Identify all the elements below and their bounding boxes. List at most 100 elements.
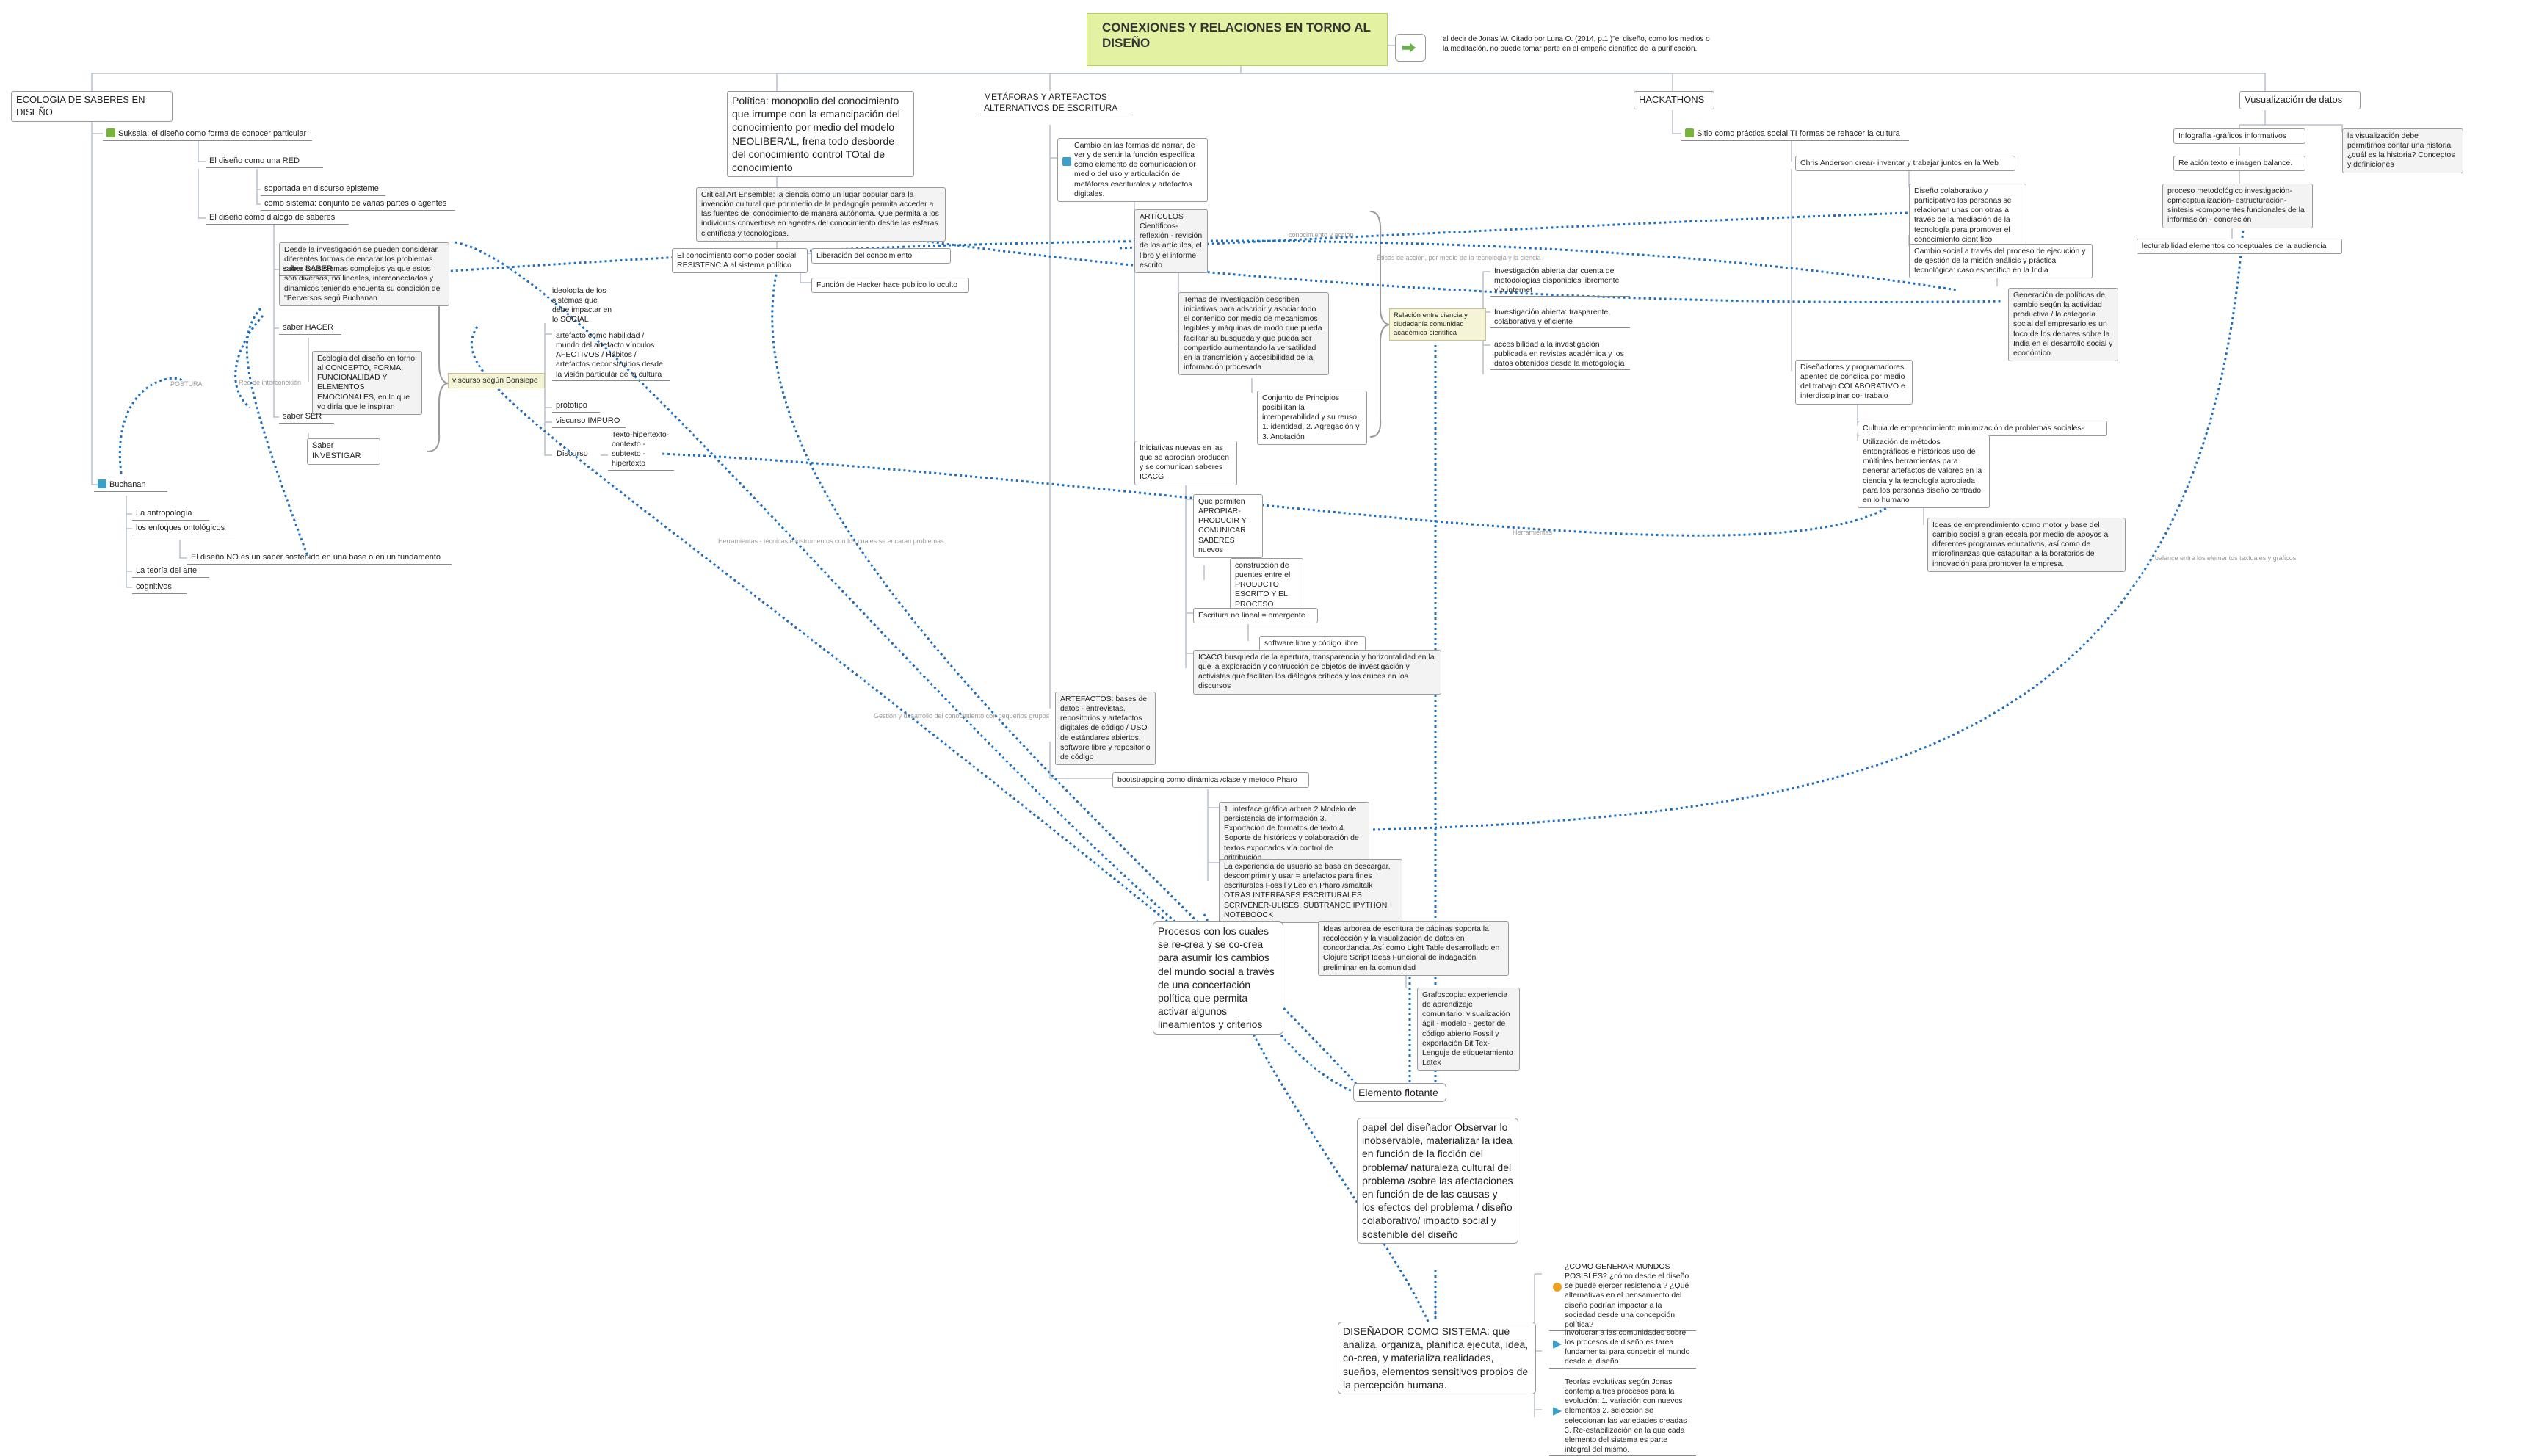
node-generacion[interactable]: Generación de políticas de cambio según … bbox=[2008, 288, 2118, 361]
buchanan-label: Buchanan bbox=[109, 480, 146, 489]
node-lecturabilidad[interactable]: lecturabilidad elementos conceptuales de… bbox=[2137, 239, 2342, 255]
branch-metaforas[interactable]: METÁFORAS Y ARTEFACTOS ALTERNATIVOS DE E… bbox=[980, 91, 1131, 115]
label-red-interconexion: Red de interconexión bbox=[239, 379, 302, 386]
node-saber-ser[interactable]: saber SER bbox=[279, 411, 334, 424]
node-utilizacion[interactable]: Utilización de métodos entongráficos e h… bbox=[1858, 435, 1990, 508]
node-artefacto[interactable]: artefacto como habilidad / mundo del art… bbox=[552, 330, 670, 381]
node-ecologia-concepto[interactable]: Ecología del diseño en torno al CONCEPTO… bbox=[312, 351, 422, 415]
node-discurso[interactable]: Discurso bbox=[557, 449, 588, 458]
node-viscurso-impuro[interactable]: viscurso IMPURO bbox=[552, 416, 626, 428]
node-cultura[interactable]: Cultura de emprendimiento minimización d… bbox=[1858, 421, 2107, 437]
teorias-label: Teorías evolutivas según Jonas contempla… bbox=[1565, 1377, 1687, 1454]
node-relacion-ciencia[interactable]: Relación entre ciencia y ciudadanía comu… bbox=[1389, 308, 1486, 341]
node-liberacion[interactable]: Liberación del conocimiento bbox=[811, 248, 951, 264]
branch-ecologia[interactable]: ECOLOGÍA DE SABERES EN DISEÑO bbox=[11, 91, 173, 122]
node-pregunta[interactable]: ¿COMO GENERAR MUNDOS POSIBLES? ¿cómo des… bbox=[1549, 1261, 1696, 1331]
node-inv-abierta-2[interactable]: Investigación abierta: trasparente, cola… bbox=[1490, 307, 1630, 329]
node-artefactos-bd[interactable]: ARTEFACTOS: bases de datos - entrevistas… bbox=[1055, 692, 1156, 765]
node-ideas-emprendimiento[interactable]: Ideas de emprendimiento como motor y bas… bbox=[1927, 518, 2126, 572]
pregunta-label: ¿COMO GENERAR MUNDOS POSIBLES? ¿cómo des… bbox=[1565, 1262, 1689, 1329]
node-antropologia[interactable]: La antropología bbox=[132, 508, 209, 521]
flag-icon bbox=[1553, 1407, 1562, 1416]
node-disenador-sistema[interactable]: DISEÑADOR COMO SISTEMA: que analiza, org… bbox=[1338, 1322, 1536, 1394]
person-icon bbox=[98, 479, 106, 488]
node-historia[interactable]: la visualización debe permitirnos contar… bbox=[2342, 128, 2463, 173]
suksala-label: Suksala: el diseño como forma de conocer… bbox=[118, 129, 307, 138]
cross-links bbox=[118, 211, 2245, 1322]
node-buchanan[interactable]: Buchanan bbox=[94, 479, 167, 492]
node-teorias[interactable]: Teorías evolutivas según Jonas contempla… bbox=[1549, 1377, 1696, 1456]
question-icon bbox=[1553, 1283, 1562, 1292]
node-que-permiten[interactable]: Que permiten APROPIAR-PRODUCIR Y COMUNIC… bbox=[1193, 494, 1263, 558]
link-button[interactable] bbox=[1395, 34, 1426, 62]
node-accesibilidad[interactable]: accesibilidad a la investigación publica… bbox=[1490, 339, 1630, 371]
central-topic[interactable]: CONEXIONES Y RELACIONES EN TORNO AL DISE… bbox=[1087, 13, 1388, 66]
node-proceso-metodologico[interactable]: proceso metodológico investigación- cpmc… bbox=[2162, 184, 2313, 228]
cambio-narrar-label: Cambio en las formas de narrar, de ver y… bbox=[1074, 141, 1196, 198]
node-papel[interactable]: papel del diseñador Observar lo inobserv… bbox=[1357, 1118, 1518, 1244]
node-sistema[interactable]: como sistema: conjunto de varias partes … bbox=[261, 198, 455, 211]
central-title: CONEXIONES Y RELACIONES EN TORNO AL DISE… bbox=[1102, 21, 1371, 51]
node-procesos[interactable]: Procesos con los cuales se re-crea y se … bbox=[1153, 921, 1283, 1035]
node-cambio-social[interactable]: Cambio social a través del proceso de ej… bbox=[1909, 244, 2093, 279]
node-temas[interactable]: Temas de investigación describen iniciat… bbox=[1178, 292, 1329, 375]
node-teoria-arte[interactable]: La teoría del arte bbox=[132, 565, 209, 578]
label-gestion: Gestión y desarrollo del conocimiento co… bbox=[874, 712, 1050, 720]
node-iniciativas[interactable]: Iniciativas nuevas en las que se apropia… bbox=[1134, 441, 1237, 485]
node-critical-art[interactable]: Critical Art Ensemble: la ciencia como u… bbox=[696, 187, 946, 242]
node-infografia[interactable]: Infografía -gráficos informativos bbox=[2173, 128, 2305, 145]
label-eticas: Éticas de acción, por medio de la tecnol… bbox=[1377, 254, 1541, 261]
node-disenadores[interactable]: Diseñadores y programadores agentes de c… bbox=[1795, 360, 1913, 405]
sitio-label: Sitio como práctica social TI formas de … bbox=[1697, 129, 1900, 138]
node-cognitivos[interactable]: cognitivos bbox=[132, 582, 187, 594]
node-texto[interactable]: Texto-hipertexto-contexto - subtexto - h… bbox=[608, 430, 674, 471]
node-experiencia[interactable]: La experiencia de usuario se basa en des… bbox=[1219, 859, 1402, 923]
node-conjunto[interactable]: Conjunto de Principios posibilitan la in… bbox=[1257, 391, 1367, 445]
node-construccion[interactable]: construcción de puentes entre el PRODUCT… bbox=[1230, 558, 1303, 612]
node-saber-saber[interactable]: saber SABER bbox=[279, 264, 341, 276]
node-ideologia[interactable]: ideología de los sistemas que debe impac… bbox=[552, 286, 612, 325]
branch-hackathons[interactable]: HACKATHONS bbox=[1634, 91, 1714, 109]
node-enfoques[interactable]: los enfoques ontológicos bbox=[132, 523, 235, 535]
node-suksala[interactable]: Suksala: el diseño como forma de conocer… bbox=[103, 128, 312, 141]
person-icon bbox=[1062, 157, 1071, 166]
branch-visualizacion[interactable]: Vusualización de datos bbox=[2239, 91, 2361, 109]
node-escritura-no-lineal[interactable]: Escritura no lineal = emergente bbox=[1193, 608, 1318, 624]
node-dialogo[interactable]: El diseño como diálogo de saberes bbox=[206, 212, 349, 225]
arrow-right-icon bbox=[1402, 43, 1416, 53]
node-colaborativo[interactable]: Diseño colaborativo y participativo las … bbox=[1909, 184, 2026, 247]
node-anderson[interactable]: Chris Anderson crear- inventar y trabaja… bbox=[1795, 156, 2015, 172]
node-no-saber[interactable]: El diseño NO es un saber sostenido en un… bbox=[187, 552, 452, 565]
node-red[interactable]: El diseño como una RED bbox=[206, 156, 323, 168]
node-viscurso-bonsiepe[interactable]: viscurso según Bonsiepe bbox=[448, 373, 545, 389]
node-episteme[interactable]: soportada en discurso episteme bbox=[261, 184, 385, 196]
person-icon bbox=[106, 128, 115, 137]
node-relacion-texto[interactable]: Relación texto e imagen balance. bbox=[2173, 156, 2305, 172]
node-involucrar[interactable]: involucrar a las comunidades sobre los p… bbox=[1549, 1328, 1696, 1369]
node-software-libre[interactable]: software libre y código libre bbox=[1259, 636, 1366, 652]
node-articulos[interactable]: ARTÍCULOS Científicos-reflexión - revisi… bbox=[1134, 209, 1208, 273]
node-interface[interactable]: 1. interface gráfica arbrea 2.Modelo de … bbox=[1219, 802, 1369, 866]
node-investigacion[interactable]: Desde la investigación se pueden conside… bbox=[279, 242, 449, 306]
node-inv-abierta[interactable]: Investigación abierta dar cuenta de meto… bbox=[1490, 266, 1630, 297]
node-bootstrapping[interactable]: bootstrapping como dinámica /clase y met… bbox=[1112, 772, 1309, 789]
label-postura: POSTURA bbox=[170, 380, 203, 388]
node-icacg[interactable]: ICACG busqueda de la apertura, transpare… bbox=[1193, 650, 1441, 695]
node-cambio-narrar[interactable]: Cambio en las formas de narrar, de ver y… bbox=[1057, 138, 1208, 202]
node-prototipo[interactable]: prototipo bbox=[552, 400, 600, 413]
flag-icon bbox=[1553, 1340, 1562, 1349]
node-poder-social[interactable]: El conocimiento como poder social RESIST… bbox=[672, 248, 808, 274]
node-grafoscopia[interactable]: Grafoscopia: experiencia de aprendizaje … bbox=[1417, 988, 1520, 1071]
branch-politica[interactable]: Política: monopolio del conocimiento que… bbox=[727, 91, 914, 178]
node-saber-investigar[interactable]: Saber INVESTIGAR bbox=[307, 438, 380, 465]
node-saber-hacer[interactable]: saber HACER bbox=[279, 322, 341, 335]
node-elemento-flotante[interactable]: Elemento flotante bbox=[1353, 1083, 1446, 1103]
node-hacker[interactable]: Función de Hacker hace publico lo oculto bbox=[811, 278, 969, 294]
person-icon bbox=[1685, 128, 1694, 137]
label-herramientas-largas: Herramientas - técnicas e instrumentos c… bbox=[718, 537, 944, 545]
node-sitio[interactable]: Sitio como práctica social TI formas de … bbox=[1681, 128, 1909, 141]
node-ideas-arborea[interactable]: Ideas arborea de escritura de páginas so… bbox=[1318, 921, 1509, 976]
central-quote: al decir de Jonas W. Citado por Luna O. … bbox=[1443, 35, 1710, 53]
